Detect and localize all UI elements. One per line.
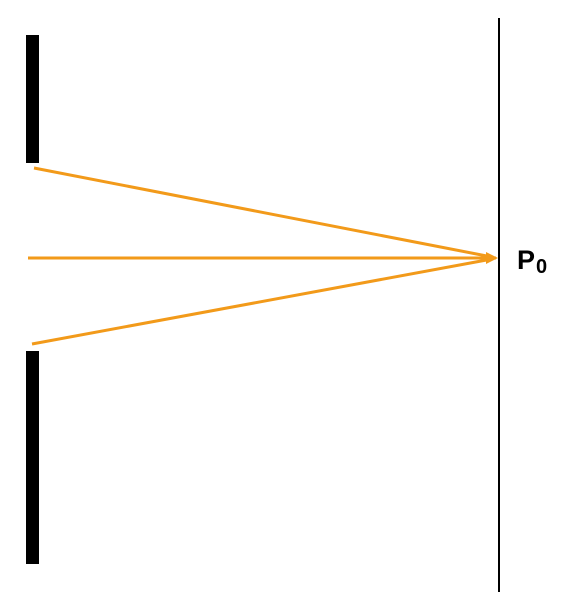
slit-barrier-top [26,35,39,163]
ray-from-top-edge [33,166,493,259]
ray-from-bottom-edge [31,257,493,346]
point-label-main: P [517,245,536,275]
point-label-subscript: 0 [536,256,548,278]
slit-barrier-bottom [26,351,39,564]
point-p0-label: P0 [517,245,548,278]
